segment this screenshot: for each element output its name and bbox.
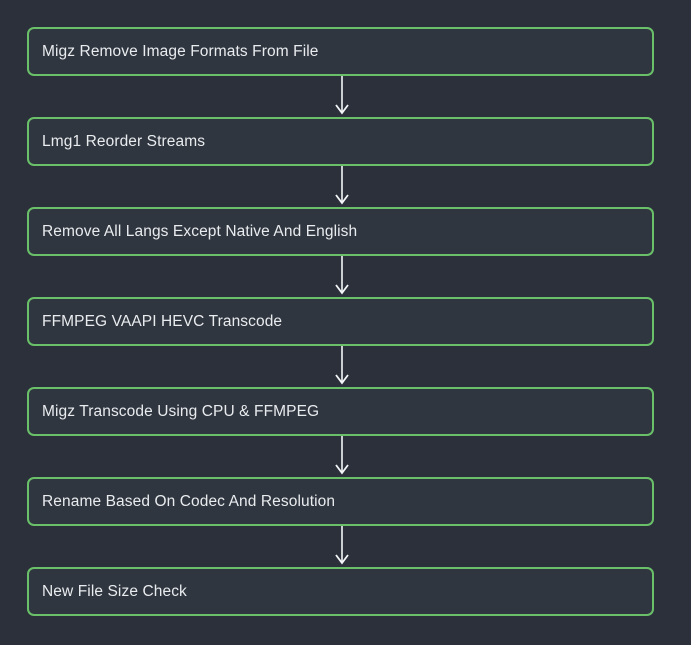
flowchart-node-5-wrapper: Migz Transcode Using CPU & FFMPEG <box>27 387 654 436</box>
flowchart-node-2-wrapper: Lmg1 Reorder Streams <box>27 117 654 166</box>
flowchart-node-label: FFMPEG VAAPI HEVC Transcode <box>42 312 283 330</box>
flowchart-node-1-wrapper: Migz Remove Image Formats From File <box>27 27 654 76</box>
arrow-down-icon <box>334 76 349 115</box>
arrow-down-icon <box>334 436 349 475</box>
flowchart-node-label: Migz Transcode Using CPU & FFMPEG <box>42 402 320 420</box>
flowchart-node-7-wrapper: New File Size Check <box>27 567 654 616</box>
flowchart-node-rename-based-on-codec-and-resolution[interactable]: Rename Based On Codec And Resolution <box>27 477 654 526</box>
flowchart-edge-3-to-4 <box>27 256 654 297</box>
flowchart-node-migz-remove-image-formats-from-file[interactable]: Migz Remove Image Formats From File <box>27 27 654 76</box>
flowchart-node-label: Lmg1 Reorder Streams <box>42 132 206 150</box>
flowchart-node-remove-all-langs-except-native-and-english[interactable]: Remove All Langs Except Native And Engli… <box>27 207 654 256</box>
flowchart-node-label: Rename Based On Codec And Resolution <box>42 492 336 510</box>
arrow-down-icon <box>334 166 349 205</box>
arrow-down-icon <box>334 526 349 565</box>
flowchart-node-label: Remove All Langs Except Native And Engli… <box>42 222 358 240</box>
flowchart-node-lmg1-reorder-streams[interactable]: Lmg1 Reorder Streams <box>27 117 654 166</box>
flowchart-edge-2-to-3 <box>27 166 654 207</box>
flowchart-edge-1-to-2 <box>27 76 654 117</box>
arrow-down-icon <box>334 346 349 385</box>
flowchart-node-label: New File Size Check <box>42 582 187 600</box>
flowchart-node-new-file-size-check[interactable]: New File Size Check <box>27 567 654 616</box>
flowchart-node-4-wrapper: FFMPEG VAAPI HEVC Transcode <box>27 297 654 346</box>
flowchart-node-6-wrapper: Rename Based On Codec And Resolution <box>27 477 654 526</box>
arrow-down-icon <box>334 256 349 295</box>
flowchart-node-label: Migz Remove Image Formats From File <box>42 42 319 60</box>
flowchart-node-ffmpeg-vaapi-hevc-transcode[interactable]: FFMPEG VAAPI HEVC Transcode <box>27 297 654 346</box>
flowchart-edge-5-to-6 <box>27 436 654 477</box>
flowchart-edge-4-to-5 <box>27 346 654 387</box>
flowchart-node-migz-transcode-using-cpu-and-ffmpeg[interactable]: Migz Transcode Using CPU & FFMPEG <box>27 387 654 436</box>
flowchart-node-3-wrapper: Remove All Langs Except Native And Engli… <box>27 207 654 256</box>
flowchart-node-column: Migz Remove Image Formats From File Lmg1… <box>27 27 654 616</box>
flowchart-edge-6-to-7 <box>27 526 654 567</box>
